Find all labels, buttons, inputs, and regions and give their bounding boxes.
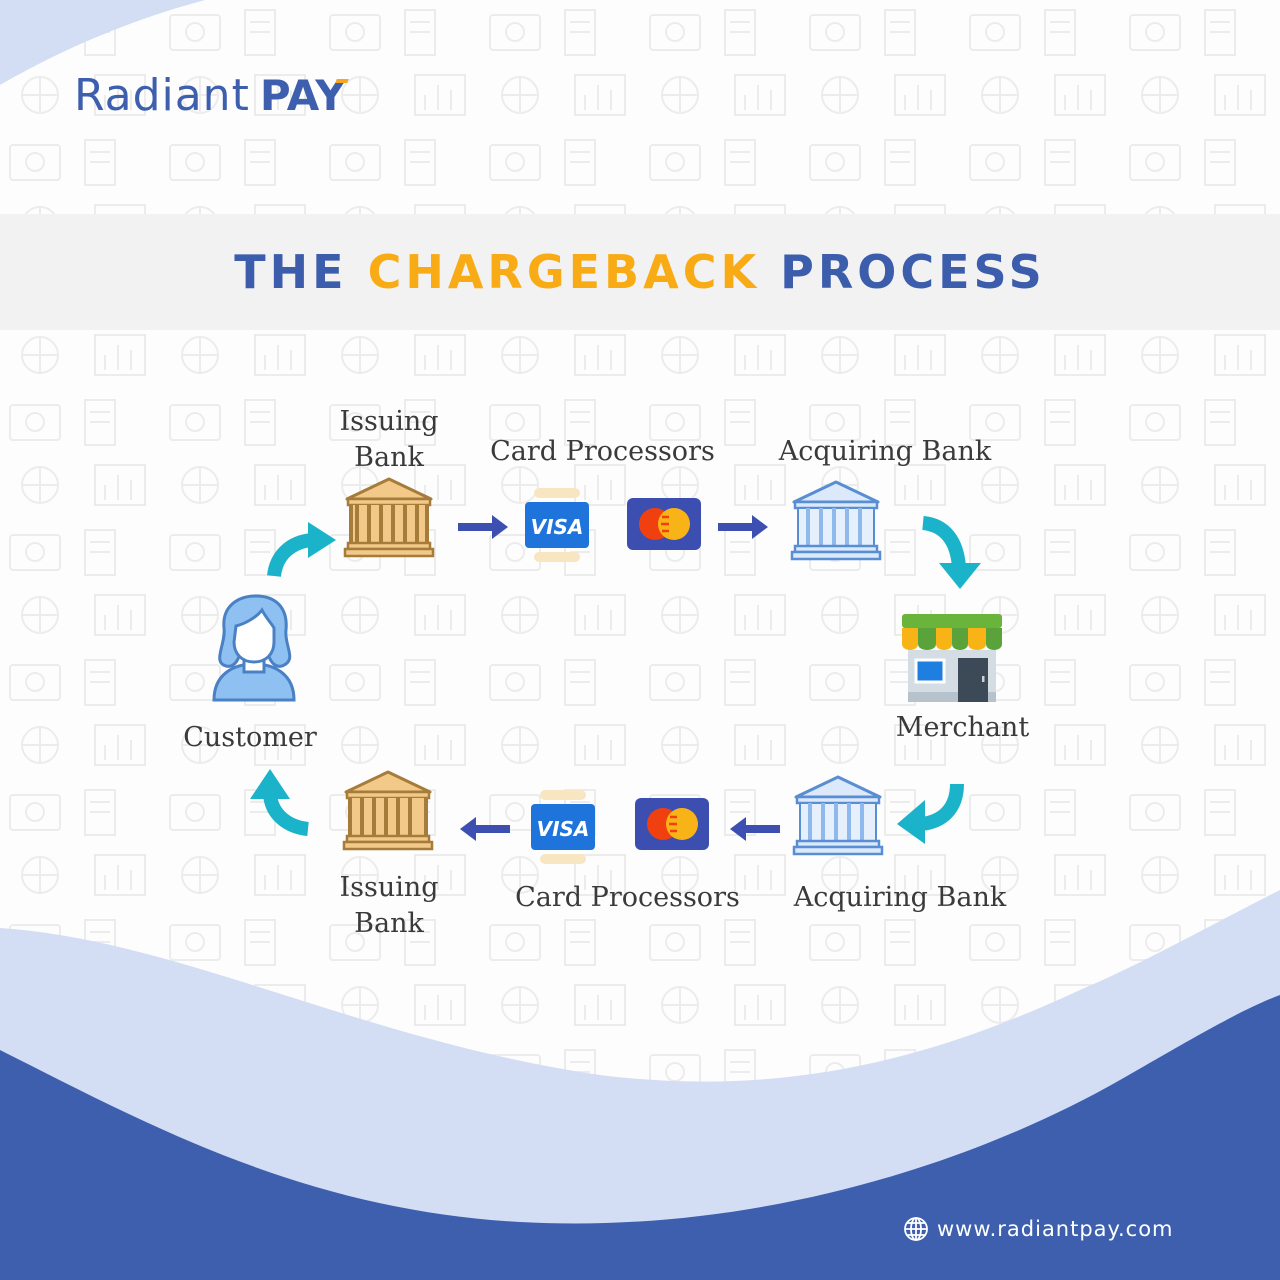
merchant-label: Merchant	[895, 712, 1030, 743]
title-part-chargeback: CHARGEBACK	[367, 245, 761, 299]
curved-arrow-up-right-icon	[267, 522, 336, 578]
top-issuing-bank-label: Issuing Bank	[330, 404, 448, 476]
bank-icon-blue	[792, 775, 884, 856]
label-line: Issuing	[339, 872, 439, 903]
label-line: Issuing	[339, 406, 439, 437]
customer-avatar-icon	[212, 594, 296, 702]
arrow-left-icon	[460, 817, 510, 841]
curved-arrow-up-left-icon	[250, 769, 310, 836]
visa-text: VISA	[531, 515, 584, 539]
logo-accent-mark	[334, 79, 349, 83]
arrow-right-icon	[718, 515, 768, 539]
title-band: THE CHARGEBACK PROCESS	[0, 214, 1280, 330]
website-url-text[interactable]: www.radiantpay.com	[937, 1217, 1174, 1241]
bottom-issuing-bank-label: Issuing Bank	[330, 870, 448, 942]
visa-card-icon: VISA	[525, 488, 589, 562]
bank-icon-gold	[342, 770, 434, 851]
mastercard-icon	[635, 798, 709, 850]
logo-pay-text: PAY	[259, 71, 346, 120]
title-part-process: PROCESS	[780, 245, 1046, 299]
bank-icon-blue	[790, 480, 882, 561]
logo-wordmark-light: Radiant	[74, 70, 250, 121]
mastercard-icon	[627, 498, 701, 550]
logo-wordmark-bold: PAY	[259, 71, 349, 120]
bottom-card-processors-label: Card Processors	[515, 882, 740, 913]
top-card-processors-label: Card Processors	[490, 436, 715, 467]
page-title: THE CHARGEBACK PROCESS	[234, 245, 1046, 299]
website-link[interactable]: www.radiantpay.com	[903, 1216, 1174, 1242]
label-line: Bank	[354, 908, 424, 939]
curved-arrow-down-left-icon	[897, 783, 964, 844]
title-part-the: THE	[234, 245, 348, 299]
globe-icon	[904, 1217, 928, 1241]
arrow-right-icon	[458, 515, 508, 539]
visa-text: VISA	[537, 817, 590, 841]
top-acquiring-bank-label: Acquiring Bank	[778, 436, 992, 467]
bank-icon-gold	[343, 477, 435, 558]
radiantpay-logo: Radiant PAY	[74, 70, 349, 121]
storefront-icon	[902, 614, 1002, 702]
label-line: Bank	[354, 442, 424, 473]
arrow-left-icon	[730, 817, 780, 841]
curved-arrow-down-icon	[921, 516, 981, 589]
bottom-acquiring-bank-label: Acquiring Bank	[793, 882, 1007, 913]
visa-card-icon: VISA	[531, 790, 595, 864]
customer-label: Customer	[183, 722, 317, 753]
